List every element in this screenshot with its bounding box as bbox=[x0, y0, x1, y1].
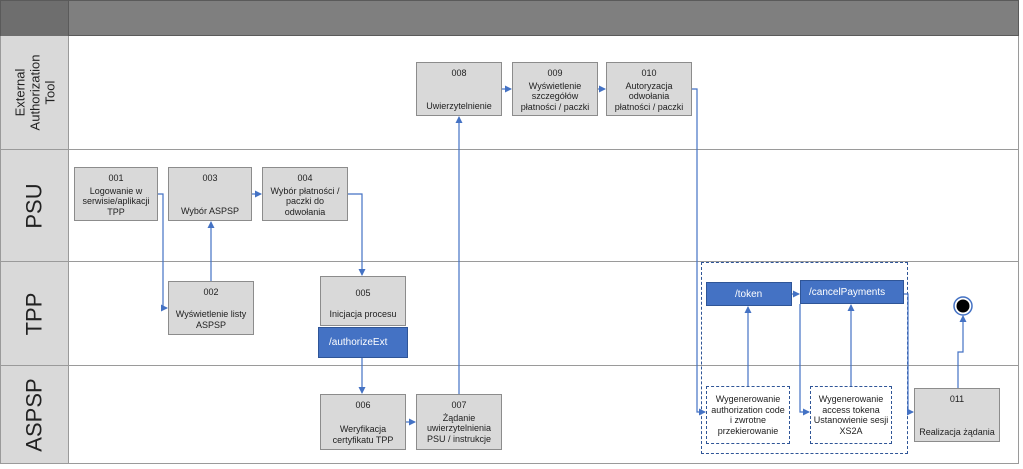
arrow-011-to-end bbox=[957, 315, 967, 388]
step-007-text: Żądanie uwierzytelnienia PSU / instrukcj… bbox=[426, 412, 492, 444]
step-004-number: 004 bbox=[297, 173, 313, 183]
authorize-ext-label: /authorizeExt bbox=[329, 337, 388, 348]
auth-code-note-text: Wygenerowanie authorization code i zwrot… bbox=[711, 394, 785, 436]
step-005-number: 005 bbox=[355, 288, 371, 298]
arrow-cancel-to-access-token bbox=[799, 304, 810, 416]
auth-code-note: Wygenerowanie authorization code i zwrot… bbox=[706, 386, 790, 444]
access-token-note: Wygenerowanie access tokena Ustanowienie… bbox=[810, 386, 892, 444]
step-001-number: 001 bbox=[108, 173, 124, 183]
step-004-text: Wybór płatności / paczki do odwołania bbox=[270, 185, 340, 217]
step-006: 006 Weryfikacja certyfikatu TPP bbox=[320, 394, 406, 450]
lane-tpp: TPP bbox=[0, 262, 1019, 366]
step-003-number: 003 bbox=[202, 173, 218, 183]
arrow-001-to-002 bbox=[158, 193, 168, 312]
lane-label-aspsp: ASPSP bbox=[1, 366, 69, 463]
lane-psu: PSU bbox=[0, 150, 1019, 262]
step-009-number: 009 bbox=[547, 68, 563, 78]
step-004: 004 Wybór płatności / paczki do odwołani… bbox=[262, 167, 348, 221]
cancel-payments-label: /cancelPayments bbox=[809, 286, 886, 298]
access-token-note-text: Wygenerowanie access tokena Ustanowienie… bbox=[813, 394, 889, 436]
arrow-010-to-auth-code bbox=[692, 88, 706, 416]
lane-label-tpp: TPP bbox=[1, 262, 69, 365]
step-001-text: Logowanie w serwisie/aplikacji TPP bbox=[82, 185, 150, 217]
lane-external-authorization-tool: External Authorization Tool bbox=[0, 36, 1019, 150]
authorize-ext-endpoint: /authorizeExt bbox=[318, 327, 408, 358]
lane-aspsp: ASPSP bbox=[0, 366, 1019, 464]
step-005: 005 Inicjacja procesu bbox=[320, 276, 406, 326]
step-007-number: 007 bbox=[451, 400, 467, 410]
step-010-number: 010 bbox=[641, 68, 657, 78]
step-010: 010 Autoryzacja odwołania płatności / pa… bbox=[606, 62, 692, 116]
step-008-number: 008 bbox=[451, 68, 467, 78]
end-event-inner bbox=[956, 299, 970, 313]
step-006-text: Weryfikacja certyfikatu TPP bbox=[332, 424, 394, 445]
lane-label-external: External Authorization Tool bbox=[1, 36, 69, 149]
step-011-text: Realizacja żądania bbox=[919, 426, 995, 437]
lane-label-psu: PSU bbox=[1, 150, 69, 261]
step-006-number: 006 bbox=[355, 400, 371, 410]
step-010-text: Autoryzacja odwołania płatności / paczki bbox=[614, 80, 684, 112]
cancel-payments-endpoint: /cancelPayments bbox=[800, 280, 904, 304]
step-005-text: Inicjacja procesu bbox=[329, 308, 397, 319]
step-002: 002 Wyświetlenie listy ASPSP bbox=[168, 281, 254, 335]
step-008: 008 Uwierzytelnienie bbox=[416, 62, 502, 116]
step-011: 011 Realizacja żądania bbox=[914, 388, 1000, 442]
step-011-number: 011 bbox=[949, 394, 965, 404]
step-009-text: Wyświetlenie szczegółów płatności / pacz… bbox=[520, 80, 590, 112]
arrow-cancel-to-011 bbox=[904, 293, 914, 416]
step-001: 001 Logowanie w serwisie/aplikacji TPP bbox=[74, 167, 158, 221]
step-009: 009 Wyświetlenie szczegółów płatności / … bbox=[512, 62, 598, 116]
step-003: 003 Wybór ASPSP bbox=[168, 167, 252, 221]
step-002-number: 002 bbox=[203, 287, 219, 297]
step-003-text: Wybór ASPSP bbox=[181, 205, 239, 216]
arrow-004-to-005 bbox=[348, 193, 366, 276]
step-002-text: Wyświetlenie listy ASPSP bbox=[175, 309, 247, 330]
diagram-header-bar bbox=[0, 0, 1019, 37]
token-endpoint: /token bbox=[706, 282, 792, 306]
token-endpoint-label: /token bbox=[735, 288, 763, 300]
step-007: 007 Żądanie uwierzytelnienia PSU / instr… bbox=[416, 394, 502, 450]
header-corner bbox=[1, 1, 69, 37]
step-008-text: Uwierzytelnienie bbox=[426, 100, 492, 111]
